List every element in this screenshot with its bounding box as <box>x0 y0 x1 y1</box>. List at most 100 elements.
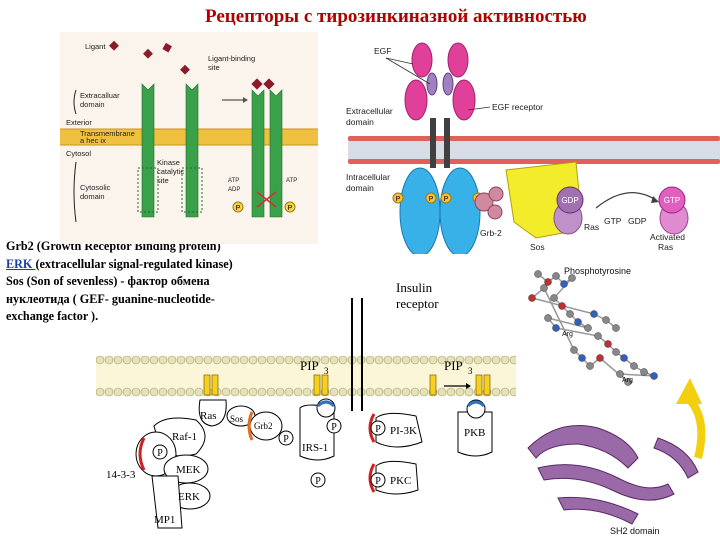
egf-receptor-lobe <box>404 79 428 121</box>
lipid-head <box>293 355 303 365</box>
lipid-head <box>239 387 249 397</box>
lipid-head <box>491 387 501 397</box>
ras-label: Ras <box>200 410 217 422</box>
grb2-label: Grb2 <box>254 421 273 431</box>
egf-receptor-diagram: P P P P EGF EGF receptor Extracellular d… <box>346 42 720 254</box>
erk-note-text: (extracellular signal-regulated kinase) <box>35 256 233 271</box>
lipid-head <box>158 355 168 365</box>
erk-label: ERK <box>178 491 200 503</box>
lipid-head <box>122 387 132 397</box>
lipid-head <box>149 355 159 365</box>
lipid-head <box>230 355 240 365</box>
atom <box>534 270 542 278</box>
lipid-head <box>257 355 267 365</box>
egf-ligand <box>426 72 438 96</box>
atom <box>544 278 552 286</box>
p-label: P <box>429 196 434 203</box>
p-label: P <box>375 424 381 435</box>
atom <box>550 294 558 302</box>
atom <box>558 302 566 310</box>
lipid-head <box>239 355 249 365</box>
lipid-head <box>383 355 393 365</box>
lipid-head <box>455 387 465 397</box>
lipid-head <box>230 387 240 397</box>
lipid-head <box>320 355 330 365</box>
lipid-head <box>275 387 285 397</box>
lipid-head <box>302 387 312 397</box>
gdp-shape <box>556 186 584 214</box>
pip3-coil <box>203 374 211 396</box>
atom <box>570 346 578 354</box>
atom <box>612 324 620 332</box>
lipid-head <box>446 355 456 365</box>
atom <box>584 324 592 332</box>
pip3-coil <box>321 374 329 396</box>
lipid-head <box>509 355 516 365</box>
gtp-text: GTP <box>664 196 680 205</box>
lipid-head <box>392 355 402 365</box>
ligand-label: Ligant <box>85 42 106 51</box>
lipid-head <box>365 387 375 397</box>
atom <box>624 378 632 386</box>
atom <box>574 318 582 326</box>
lipid-head <box>131 355 141 365</box>
erk-link[interactable]: ERK <box>6 256 36 271</box>
atom <box>620 354 628 362</box>
atom <box>650 372 658 380</box>
egf-receptor-lobe <box>452 79 476 121</box>
gtp-label: GTP <box>604 216 622 226</box>
receptor-monomer <box>185 83 199 218</box>
pip3-coil <box>475 374 483 396</box>
lipid-head <box>158 387 168 397</box>
grb2-shape <box>474 192 494 212</box>
phosphate-circle <box>326 418 342 434</box>
atom <box>560 280 568 288</box>
atom <box>590 310 598 318</box>
pip3-coil <box>483 374 491 396</box>
lipid-head <box>96 355 105 365</box>
phosphate-circle <box>278 430 294 446</box>
lipid-head <box>455 355 465 365</box>
intracellular-label: domain <box>346 183 374 193</box>
ligand-shape <box>180 64 190 75</box>
pkb-shape <box>457 411 493 457</box>
lipid-head <box>329 355 339 365</box>
pip3-subscript: 3 <box>324 366 329 376</box>
lipid-head <box>329 387 339 397</box>
p-label: P <box>236 205 241 212</box>
transmembrane-label: a hec ix <box>80 136 106 145</box>
p-label: P <box>157 448 163 459</box>
lipid-head <box>275 355 285 365</box>
page-title: Рецепторы с тирозинкиназной активностью <box>205 6 587 27</box>
membrane-band <box>348 138 720 162</box>
ras-shape <box>198 399 227 427</box>
lipid-head <box>500 355 510 365</box>
lipid-head <box>167 387 177 397</box>
atp-label: ATP <box>286 178 297 184</box>
phosphotyrosine-molecule <box>528 270 658 386</box>
phosphate-circle <box>370 472 386 488</box>
sos-note-line-1: Sos (Son of sevenless) - фактор обмена <box>6 274 210 288</box>
lipid-head <box>176 355 186 365</box>
mp1-label: MP1 <box>154 514 175 526</box>
ligand-shape <box>143 48 153 59</box>
lipid-head <box>428 355 438 365</box>
atom <box>586 362 594 370</box>
lipid-head <box>185 355 195 365</box>
irs1-label: IRS-1 <box>302 442 328 454</box>
14-3-3-label: 14-3-3 <box>106 469 136 481</box>
kinase-label: Kinase <box>157 158 180 167</box>
lipid-head <box>293 387 303 397</box>
lipid-head <box>266 387 276 397</box>
lipid-head <box>509 387 516 397</box>
atom <box>528 294 536 302</box>
insulin-cascade-diagram: PIP 3 PIP 3 Insulin receptor P <box>96 280 516 529</box>
arg-label: Arg <box>622 377 633 384</box>
lipid-head <box>401 355 411 365</box>
binding-arrow <box>685 395 706 459</box>
lipid-head <box>257 387 267 397</box>
phosphate-circle <box>425 192 437 204</box>
lipid-head <box>140 387 150 397</box>
lipid-head <box>383 387 393 397</box>
lipid-head <box>365 355 375 365</box>
